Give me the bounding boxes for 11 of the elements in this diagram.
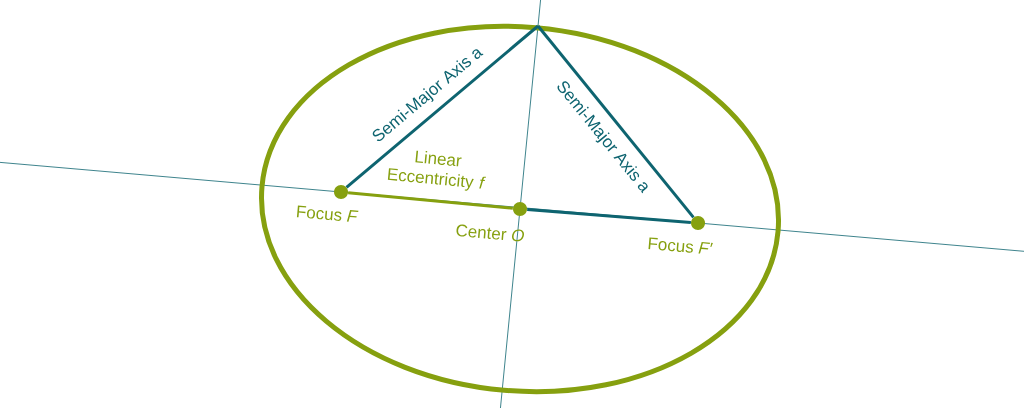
point-marker <box>334 185 348 199</box>
point-marker <box>691 216 705 230</box>
point-marker <box>513 202 527 216</box>
line-segment <box>348 191 513 210</box>
line-segment <box>536 25 695 219</box>
point-label: Focus F′ <box>648 237 713 254</box>
line-segment <box>527 208 691 224</box>
point-label: Focus F <box>296 205 359 222</box>
point-label: Center O <box>456 224 524 242</box>
edge-label: Linear Eccentricity f <box>387 150 486 191</box>
line-segment <box>345 24 539 189</box>
